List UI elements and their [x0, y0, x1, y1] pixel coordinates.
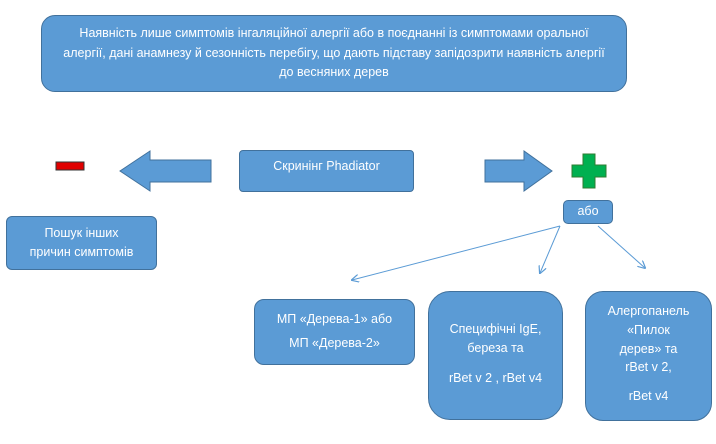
other-causes-line: Пошук інших	[44, 225, 119, 240]
option-line: береза та	[467, 341, 524, 356]
or-label: або	[577, 204, 599, 219]
option-box-1: МП «Дерева-1» або МП «Дерева-2»	[254, 299, 415, 365]
connector-line	[352, 225, 561, 280]
option-line: дерев» та	[619, 341, 678, 356]
connector-line	[597, 225, 645, 268]
screening-label: Скринінг Phadiator	[273, 159, 380, 173]
option-box-2: Специфічні IgE, береза та rBet v 2 , rBe…	[428, 291, 563, 420]
other-causes-line: причин симптомів	[29, 245, 134, 259]
option-line: Специфічні IgE,	[449, 322, 542, 336]
option-box-3: Алергопанель «Пилок дерев» та rBet v 2, …	[585, 291, 712, 421]
initial-condition-box: Наявність лише симптомів інгаляційної ал…	[41, 15, 627, 92]
or-box: або	[563, 200, 613, 224]
other-causes-box: Пошук інших причин симптомів	[6, 216, 157, 270]
option-line: rBet v4	[628, 389, 669, 403]
initial-condition-text: Наявність лише симптомів інгаляційної ал…	[63, 26, 605, 80]
left-arrow	[119, 150, 212, 192]
option-line: rBet v 2 , rBet v4	[448, 370, 543, 385]
minus-icon	[55, 161, 85, 171]
connector-line	[540, 225, 561, 273]
option-line: rBet v 2,	[625, 360, 672, 375]
option-line: МП «Дерева-2»	[289, 336, 380, 350]
right-arrow	[484, 150, 553, 192]
plus-icon	[571, 153, 607, 189]
option-line: «Пилок	[627, 322, 670, 337]
option-line: МП «Дерева-1» або	[276, 312, 393, 327]
option-line: Алергопанель	[607, 304, 690, 318]
screening-box: Скринінг Phadiator	[239, 150, 414, 192]
